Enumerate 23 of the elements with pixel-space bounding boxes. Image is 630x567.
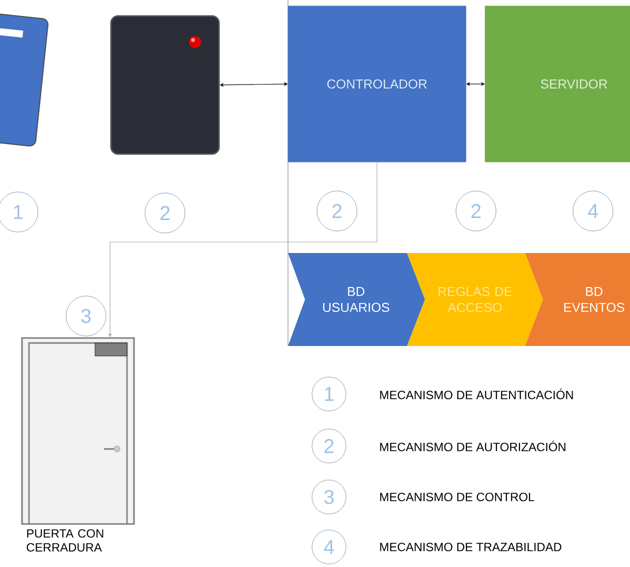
callout-number: 1 bbox=[0, 192, 38, 232]
chevron-step: BD USUARIOS bbox=[288, 253, 425, 346]
callout-number: 2 bbox=[456, 190, 496, 232]
chevron-step: BD EVENTOS bbox=[525, 253, 630, 346]
callout-number: 3 bbox=[66, 296, 106, 336]
callout-number: 2 bbox=[312, 428, 346, 464]
legend-text: MECANISMO DE AUTORIZACIÓN bbox=[380, 440, 566, 452]
callout-number: 1 bbox=[312, 376, 346, 412]
process-box: SERVIDOR bbox=[484, 6, 630, 162]
door-drawing bbox=[21, 337, 135, 525]
card-reader-drawing bbox=[110, 15, 220, 155]
callout-number: 4 bbox=[312, 530, 346, 564]
process-box: CONTROLADOR bbox=[288, 6, 466, 162]
callout-number: 4 bbox=[572, 190, 614, 232]
callout-number: 2 bbox=[144, 192, 186, 234]
door-caption: PUERTA CON CERRADURA bbox=[26, 529, 104, 552]
card-drawing bbox=[0, 14, 48, 146]
callout-number: 3 bbox=[312, 480, 346, 514]
callout-number: 2 bbox=[316, 190, 358, 232]
legend-text: MECANISMO DE TRAZABILIDAD bbox=[380, 542, 562, 552]
chevron-step: REGLAS DE ACCESO bbox=[407, 253, 543, 346]
legend-text: MECANISMO DE CONTROL bbox=[380, 492, 534, 502]
legend-text: MECANISMO DE AUTENTICACIÓN bbox=[380, 388, 573, 400]
